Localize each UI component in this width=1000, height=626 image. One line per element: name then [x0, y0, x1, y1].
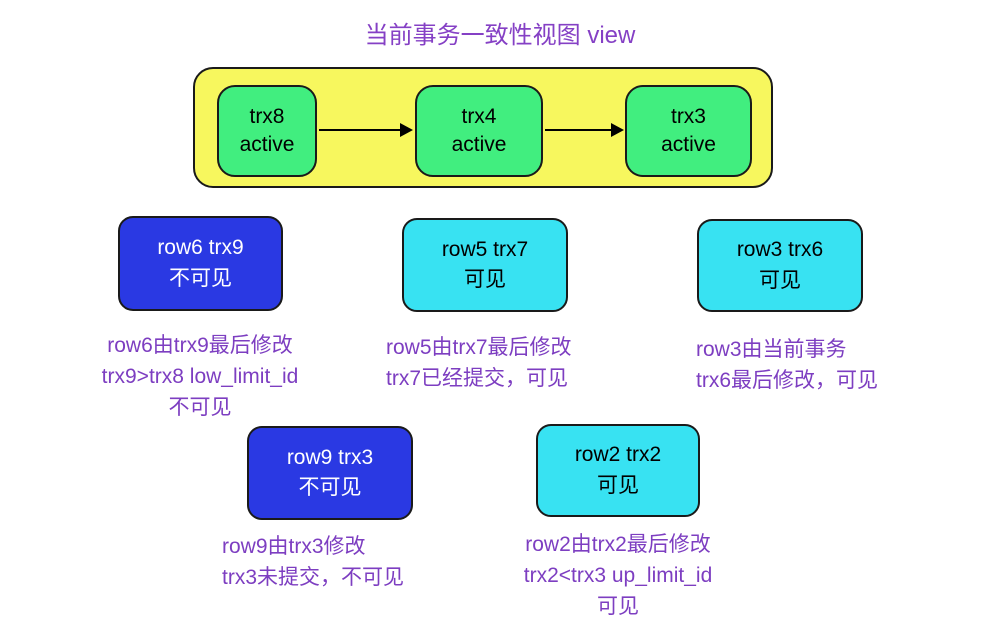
row-label: row6 trx9 — [157, 236, 244, 260]
caption-line: trx2<trx3 up_limit_id — [523, 564, 713, 587]
arrow-right-icon — [319, 123, 413, 137]
caption-line: trx3未提交，不可见 — [222, 566, 405, 589]
caption-line: row6由trx9最后修改 — [107, 334, 293, 357]
caption-line: row9由trx3修改 — [222, 535, 366, 558]
version-box-row3: row3 trx6 可见 — [697, 219, 863, 312]
version-box-row9: row9 trx3 不可见 — [247, 426, 413, 520]
version-box-row2: row2 trx2 可见 — [536, 424, 700, 517]
diagram-title: 当前事务一致性视图 view — [364, 22, 636, 49]
caption-line: 可见 — [597, 595, 639, 618]
caption-line: row5由trx7最后修改 — [386, 336, 572, 359]
active-trx-box-trx4: trx4 active — [415, 85, 543, 177]
active-trx-box-trx8: trx8 active — [217, 85, 317, 177]
caption-row6: row6由trx9最后修改 trx9>trx8 low_limit_id 不可见 — [70, 330, 330, 423]
visibility-label: 不可见 — [298, 476, 362, 499]
row-label: row2 trx2 — [574, 443, 662, 467]
row-label: row3 trx6 — [736, 238, 824, 262]
trx-status-label: active — [239, 133, 295, 156]
caption-row9: row9由trx3修改 trx3未提交，不可见 — [222, 531, 442, 593]
trx-id-label: trx4 — [461, 104, 497, 128]
caption-line: trx7已经提交，可见 — [386, 367, 569, 390]
trx-status-label: active — [661, 133, 716, 156]
row-label: row5 trx7 — [441, 237, 529, 261]
version-box-row5: row5 trx7 可见 — [402, 218, 568, 312]
trx-id-label: trx3 — [670, 104, 706, 128]
trx-id-label: trx8 — [249, 104, 285, 128]
version-box-row6: row6 trx9 不可见 — [118, 216, 283, 311]
visibility-label: 不可见 — [169, 266, 232, 290]
trx-status-label: active — [451, 133, 507, 156]
caption-line: row3由当前事务 — [696, 338, 847, 361]
caption-line: trx9>trx8 low_limit_id — [101, 365, 299, 388]
caption-line: 不可见 — [168, 396, 232, 419]
caption-line: row2由trx2最后修改 — [525, 533, 711, 556]
caption-row2: row2由trx2最后修改 trx2<trx3 up_limit_id 可见 — [498, 529, 738, 622]
caption-row3: row3由当前事务 trx6最后修改，可见 — [696, 334, 916, 396]
active-trx-box-trx3: trx3 active — [625, 85, 752, 177]
caption-row5: row5由trx7最后修改 trx7已经提交，可见 — [386, 332, 616, 394]
visibility-label: 可见 — [759, 268, 801, 292]
caption-line: trx6最后修改，可见 — [696, 369, 879, 392]
visibility-label: 可见 — [597, 473, 639, 497]
row-label: row9 trx3 — [286, 445, 374, 469]
arrow-right-icon — [545, 123, 624, 137]
visibility-label: 可见 — [464, 268, 506, 291]
